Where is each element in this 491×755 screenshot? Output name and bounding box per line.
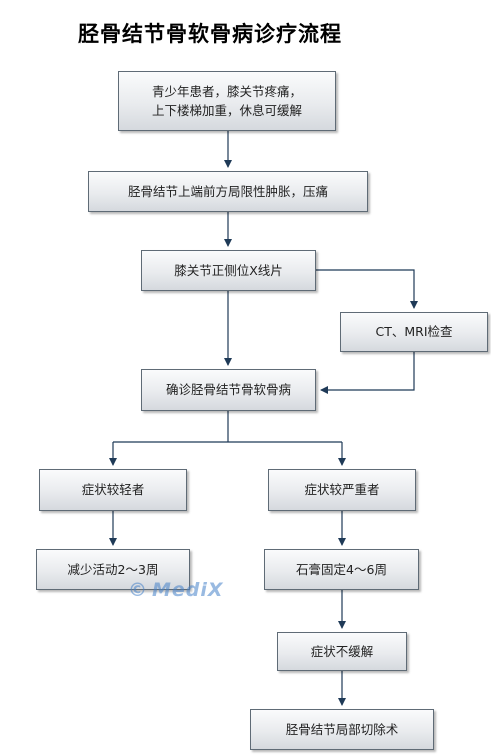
node-severe-symptoms-text: 症状较严重者 <box>304 482 380 498</box>
node-local-excision: 胫骨结节局部切除术 <box>250 709 434 750</box>
node-teen-knee-pain: 青少年患者，膝关节疼痛， 上下楼梯加重，休息可缓解 <box>118 71 336 131</box>
node-tubercle-swelling-text: 胫骨结节上端前方局限性肿胀，压痛 <box>127 183 328 199</box>
node-ct-mri: CT、MRI检查 <box>340 312 488 352</box>
node-no-relief: 症状不缓解 <box>277 632 407 671</box>
medix-watermark: ©MediX <box>128 579 224 601</box>
node-local-excision-text: 胫骨结节局部切除术 <box>285 721 399 737</box>
edge-n3-n4 <box>316 269 418 309</box>
node-teen-knee-pain-line-1: 青少年患者，膝关节疼痛， <box>151 83 302 99</box>
node-ct-mri-text: CT、MRI检查 <box>375 324 453 340</box>
node-cast-fixation: 石膏固定4～6周 <box>264 549 419 590</box>
node-cast-fixation-text: 石膏固定4～6周 <box>296 561 387 577</box>
node-severe-symptoms: 症状较严重者 <box>268 469 416 511</box>
node-confirmed-diagnosis: 确诊胫骨结节骨软骨病 <box>141 369 316 411</box>
node-confirmed-diagnosis-text: 确诊胫骨结节骨软骨病 <box>165 382 291 398</box>
copyright-icon: © <box>128 579 148 601</box>
node-no-relief-text: 症状不缓解 <box>310 643 374 659</box>
edge-n4-n5 <box>320 352 415 394</box>
node-reduce-activity: 减少活动2～3周 <box>36 549 190 590</box>
page-title: 胫骨结节骨软骨病诊疗流程 <box>78 22 342 46</box>
node-mild-symptoms: 症状较轻者 <box>39 469 187 511</box>
node-tubercle-swelling: 胫骨结节上端前方局限性肿胀，压痛 <box>88 171 368 212</box>
node-mild-symptoms-text: 症状较轻者 <box>81 482 145 498</box>
watermark-text: MediX <box>152 579 224 601</box>
node-knee-xray: 膝关节正侧位X线片 <box>141 250 316 291</box>
node-reduce-activity-text: 减少活动2～3周 <box>67 561 159 577</box>
node-teen-knee-pain-line-2: 上下楼梯加重，休息可缓解 <box>151 103 302 118</box>
node-knee-xray-text: 膝关节正侧位X线片 <box>174 262 283 278</box>
